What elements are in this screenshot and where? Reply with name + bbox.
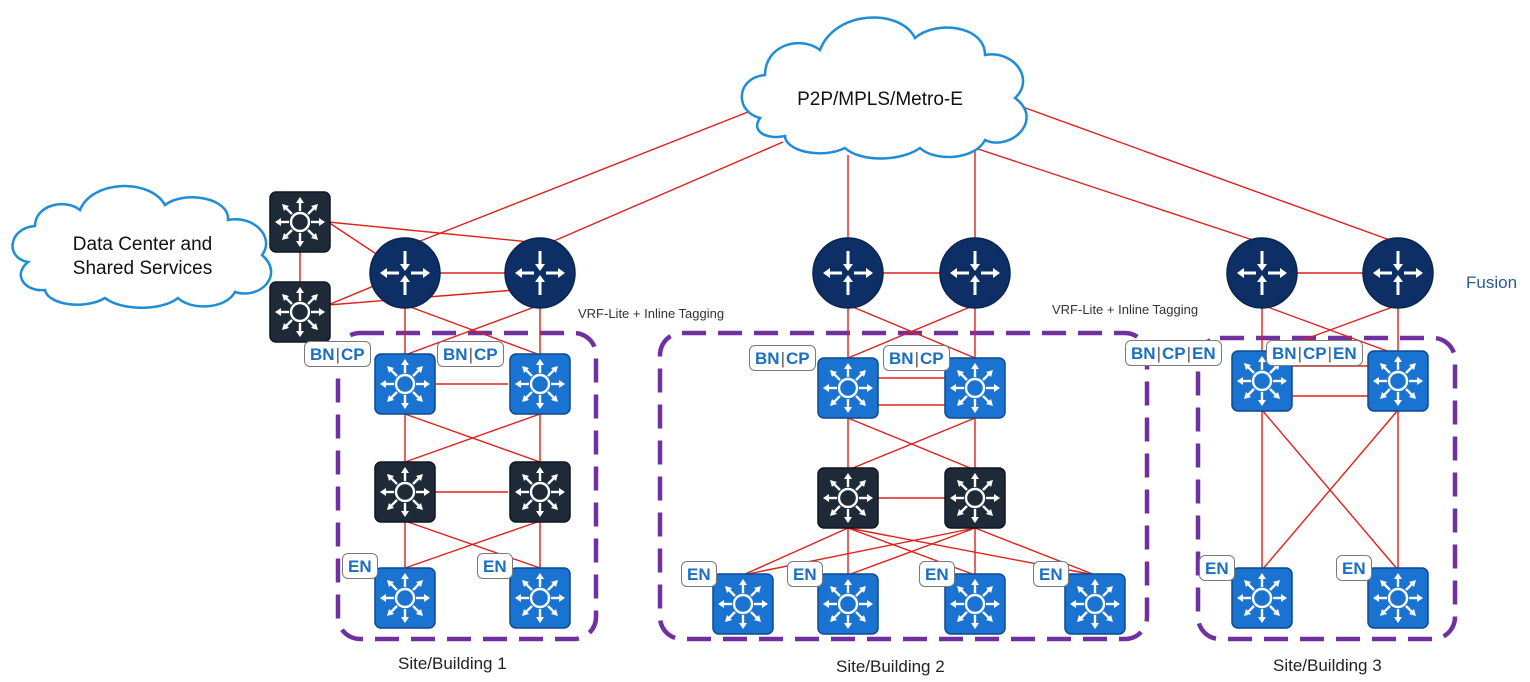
site2-label: Site/Building 2 — [836, 657, 945, 676]
fusion-router-s1b-router-icon — [504, 237, 576, 309]
role-en: EN — [483, 557, 507, 576]
role-separator: | — [1186, 344, 1192, 363]
role-badge-en: EN — [1336, 555, 1372, 581]
distribution-switch-s2b-switch-icon — [944, 467, 1006, 529]
site3-label: Site/Building 3 — [1273, 656, 1382, 675]
vrf-tagging-label-right: VRF-Lite + Inline Tagging — [1052, 302, 1199, 317]
role-cp: CP — [473, 345, 498, 364]
datacenter-label-line2: Shared Services — [72, 258, 213, 279]
role-en: EN — [687, 565, 711, 584]
edge-switch-s2b-switch-icon — [817, 573, 879, 635]
role-bn: BN — [1131, 344, 1156, 363]
role-badge-en: EN — [1033, 561, 1069, 587]
role-separator: | — [1156, 344, 1161, 363]
role-en: EN — [1205, 559, 1229, 578]
distribution-switch-s1a-switch-icon — [374, 461, 436, 523]
role-en: EN — [793, 565, 817, 584]
role-separator: | — [1297, 344, 1302, 363]
role-badge-en: EN — [477, 553, 513, 579]
edge-switch-s2d-switch-icon — [1064, 573, 1126, 635]
border-switch-s2a-switch-icon — [817, 357, 879, 419]
border-switch-s3a-switch-icon — [1231, 350, 1293, 412]
datacenter-label-line1: Data Center and — [72, 234, 213, 255]
role-badge-en: EN — [919, 561, 955, 587]
role-bn: BN — [443, 345, 468, 364]
wan-cloud-icon — [740, 16, 1028, 160]
role-separator: | — [914, 349, 919, 368]
edge-switch-s2a-switch-icon — [712, 573, 774, 635]
role-badge-bn-cp: BN|CP — [883, 345, 950, 371]
wan-cloud-label: P2P/MPLS/Metro-E — [797, 89, 963, 110]
edge-switch-s2c-switch-icon — [944, 573, 1006, 635]
role-badge-en: EN — [681, 561, 717, 587]
role-en: EN — [925, 565, 949, 584]
border-switch-s2b-switch-icon — [944, 357, 1006, 419]
role-separator: | — [1327, 344, 1333, 363]
border-switch-s1a-switch-icon — [374, 353, 436, 415]
role-cp: CP — [919, 349, 944, 368]
role-bn: BN — [1272, 344, 1297, 363]
role-en: EN — [1039, 565, 1063, 584]
distribution-switch-s1b-switch-icon — [509, 461, 571, 523]
edge-switch-s1a-switch-icon — [374, 567, 436, 629]
vrf-tagging-label-left: VRF-Lite + Inline Tagging — [578, 306, 725, 321]
edge-switch-s3a-switch-icon — [1231, 567, 1293, 629]
border-switch-s1b-switch-icon — [509, 353, 571, 415]
role-separator: | — [468, 345, 473, 364]
role-cp: CP — [1161, 344, 1186, 363]
datacenter-cloud-icon — [11, 184, 273, 309]
role-cp: CP — [785, 349, 810, 368]
fusion-router-s3a-router-icon — [1226, 237, 1298, 309]
role-bn: BN — [755, 349, 780, 368]
role-badge-en: EN — [787, 561, 823, 587]
edge-switch-s1b-switch-icon — [509, 567, 571, 629]
role-badge-bn-cp-en: BN|CP|EN — [1125, 340, 1222, 366]
role-badge-bn-cp: BN|CP — [437, 341, 504, 367]
role-separator: | — [780, 349, 785, 368]
role-separator: | — [335, 345, 340, 364]
distribution-switch-s2a-switch-icon — [817, 467, 879, 529]
dc-switch-top-switch-icon — [269, 191, 331, 253]
role-cp: CP — [340, 345, 365, 364]
dc-switch-bottom-switch-icon — [269, 281, 331, 343]
fusion-router-s2b-router-icon — [939, 237, 1011, 309]
site3-boundary — [1195, 335, 1458, 642]
role-cp: CP — [1302, 344, 1327, 363]
datacenter-cloud-label: Data Center and Shared Services — [30, 233, 255, 281]
role-badge-en: EN — [1199, 555, 1235, 581]
role-badge-bn-cp: BN|CP — [304, 341, 371, 367]
role-bn: BN — [310, 345, 335, 364]
role-en: EN — [348, 557, 372, 576]
fusion-router-s3b-router-icon — [1362, 237, 1434, 309]
role-en: EN — [1333, 344, 1357, 363]
role-badge-bn-cp-en: BN|CP|EN — [1266, 340, 1363, 366]
fusion-router-s2a-router-icon — [812, 237, 884, 309]
role-en: EN — [1192, 344, 1216, 363]
site1-label: Site/Building 1 — [398, 654, 507, 673]
fusion-label: Fusion — [1466, 273, 1518, 292]
role-badge-bn-cp: BN|CP — [749, 345, 816, 371]
border-switch-s3b-switch-icon — [1367, 350, 1429, 412]
site1-boundary — [335, 330, 599, 642]
edge-switch-s3b-switch-icon — [1367, 567, 1429, 629]
fusion-router-s1a-router-icon — [369, 237, 441, 309]
role-bn: BN — [889, 349, 914, 368]
site2-boundary — [657, 330, 1150, 642]
role-en: EN — [1342, 559, 1366, 578]
role-badge-en: EN — [342, 553, 378, 579]
